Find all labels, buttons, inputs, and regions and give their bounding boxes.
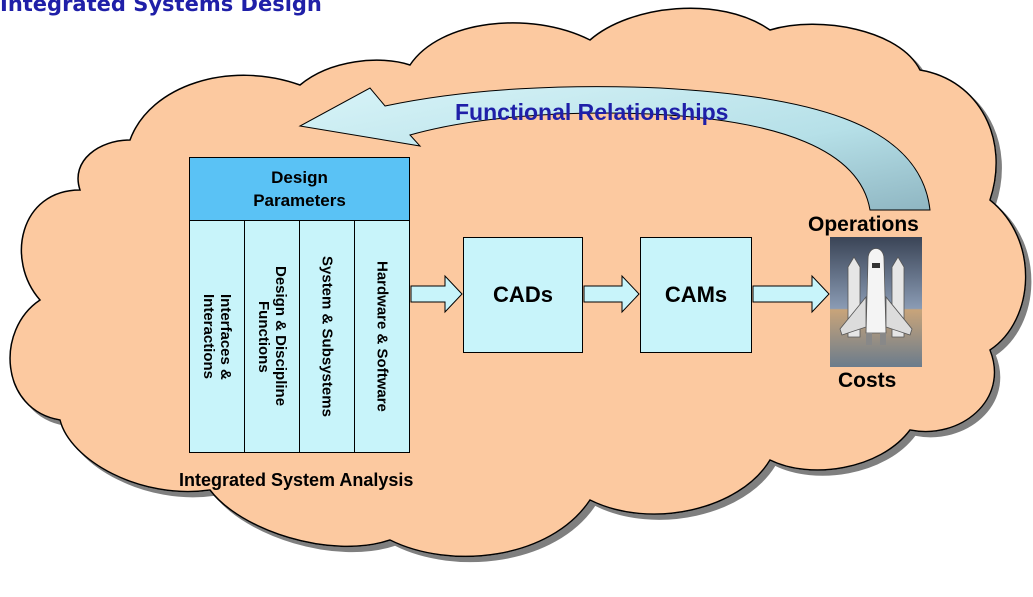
column-line1: Hardware & Software: [373, 261, 391, 412]
column-interfaces-interactions: Interfaces & Interactions: [190, 221, 244, 452]
operations-label: Operations: [808, 213, 919, 236]
design-parameters-columns: Interfaces & Interactions Design & Disci…: [189, 221, 410, 453]
integrated-system-analysis-label: Integrated System Analysis: [179, 470, 414, 490]
column-system-subsystems: System & Subsystems: [299, 221, 354, 452]
column-line1: Interfaces &: [217, 293, 234, 380]
column-hardware-software: Hardware & Software: [354, 221, 409, 452]
design-parameters-line1: Design: [271, 168, 328, 187]
space-shuttle-icon: [830, 237, 922, 367]
functional-relationships-label: Functional Relationships: [455, 99, 729, 125]
column-design-discipline-functions: Design & Discipline Functions: [244, 221, 299, 452]
column-line1: System & Subsystems: [318, 256, 336, 417]
costs-label: Costs: [838, 369, 897, 392]
block-arrow-right-icon: [752, 274, 830, 314]
design-parameters-line2: Parameters: [253, 191, 346, 210]
column-line1: Design & Discipline: [272, 266, 289, 407]
cads-box: CADs: [463, 237, 583, 353]
cams-box: CAMs: [640, 237, 752, 353]
column-line2: Functions: [255, 300, 272, 373]
column-line2: Interactions: [200, 293, 217, 380]
page-title: Integrated Systems Design: [0, 0, 322, 16]
block-arrow-right-icon: [410, 274, 463, 314]
design-parameters-header: Design Parameters: [189, 157, 410, 221]
block-arrow-right-icon: [583, 274, 640, 314]
curved-arrow-icon: [298, 86, 931, 211]
